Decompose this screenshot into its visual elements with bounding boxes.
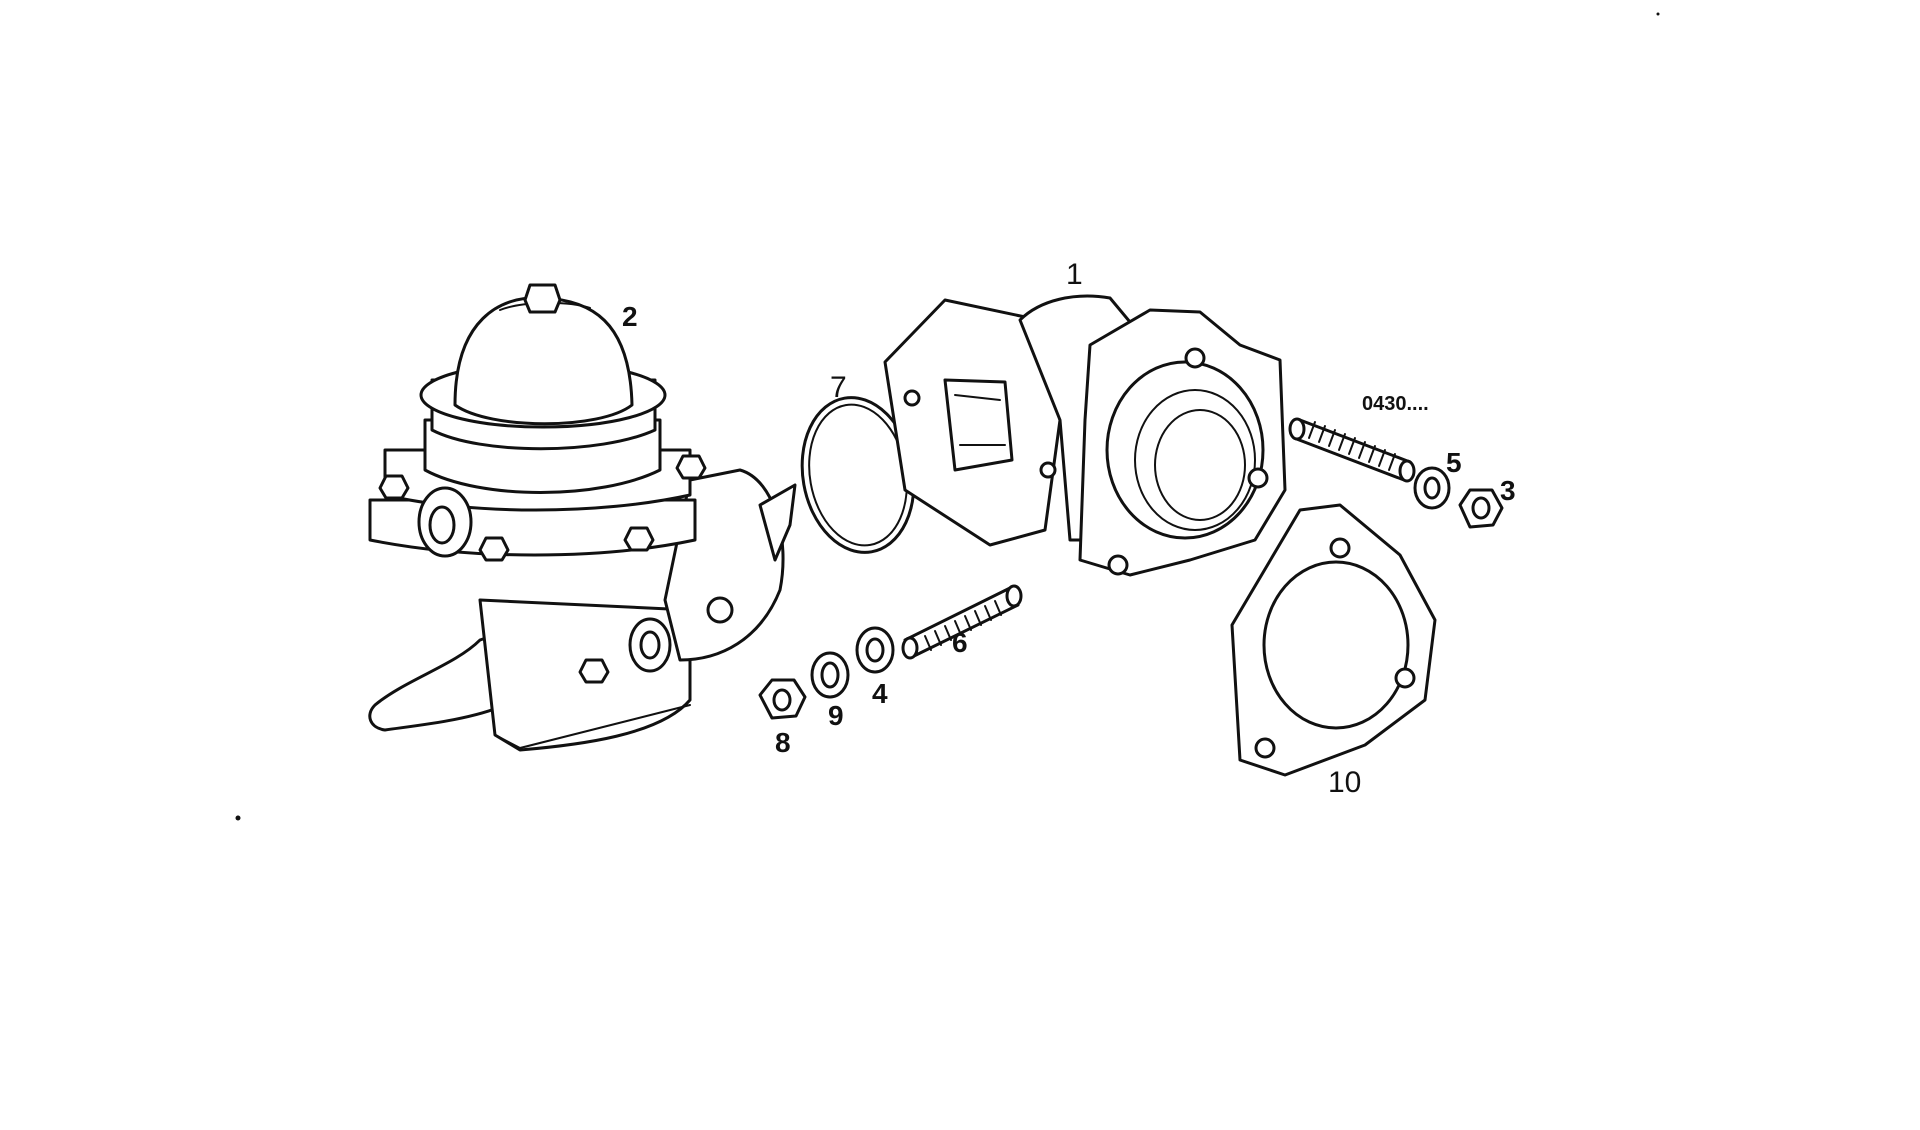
callout-9: 9 [828,700,844,731]
part-5-washer [1413,466,1451,510]
part-8-nut [758,678,807,720]
callout-3: 3 [1500,475,1516,506]
upper-stud [1288,417,1416,483]
callout-10: 10 [1328,766,1361,799]
callout-4: 4 [872,678,888,709]
callout-6: 6 [952,627,968,658]
stray-dot [1656,12,1660,16]
callout-5: 5 [1446,447,1462,478]
pump-bolts [378,454,707,684]
part-1-flange-adapter [883,294,1287,577]
part-6-stud [901,584,1023,660]
callout-8: 8 [775,727,791,758]
stray-dot [235,815,241,821]
callout-2: 2 [622,301,638,332]
callout-1: 1 [1066,258,1083,291]
part-9-spring-washer [810,651,850,699]
part-10-gasket [1230,503,1437,777]
part-3-nut [1458,488,1504,529]
reference-code: 0430.... [1362,393,1429,415]
part-2-fuel-pump [368,283,797,752]
callout-7: 7 [830,371,847,404]
part-4-washer [855,626,895,674]
